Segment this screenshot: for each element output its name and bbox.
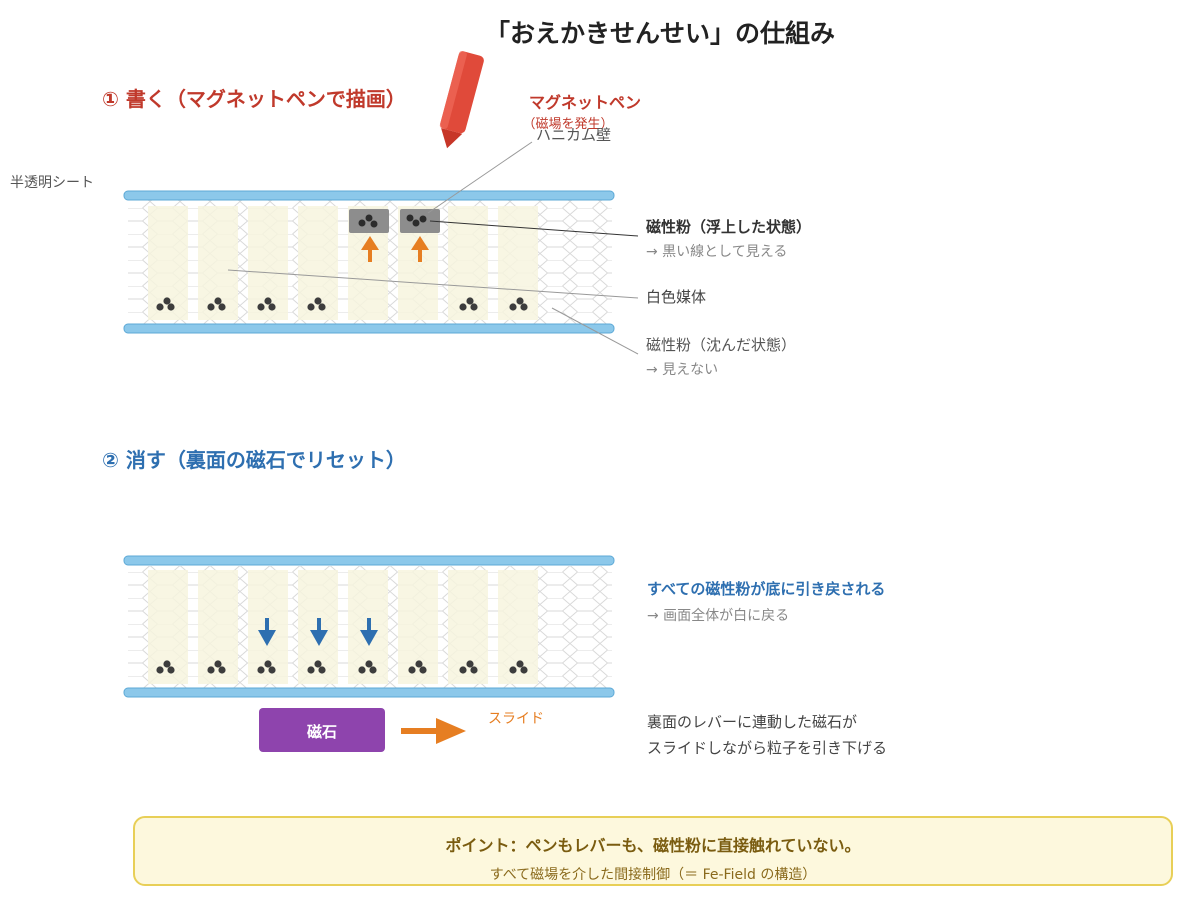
magnet-block: 磁石: [259, 708, 385, 752]
down-arrow-icon: [258, 618, 378, 646]
panel-write: [123, 190, 615, 334]
white-medium-cells: [148, 570, 538, 684]
point-callout: ポイント：ペンもレバーも、磁性粉に直接触れていない。 すべて磁場を介した間接制御…: [133, 816, 1173, 886]
white-medium-label: 白色媒体: [646, 288, 706, 306]
lever-note-line1: 裏面のレバーに連動した磁石が: [647, 713, 857, 731]
bottom-sheet: [123, 323, 615, 334]
lever-note-line2: スライドしながら粒子を引き下げる: [647, 739, 887, 757]
floating-powder-note: → 黒い線として見える: [646, 244, 787, 260]
section2-heading: ② 消す（裏面の磁石でリセット）: [102, 448, 406, 472]
point-subtext: すべて磁場を介した間接制御（＝ Fe-Field の構造）: [489, 867, 817, 883]
white-medium-cells: [148, 206, 538, 320]
sunk-powder-dots: [156, 660, 528, 674]
page-title: 「おえかきせんせい」の仕組み: [485, 19, 835, 48]
magnet-pen-icon: [439, 50, 484, 149]
slide-arrow-icon: [401, 718, 466, 744]
section1-heading: ① 書く（マグネットペンで描画）: [102, 87, 406, 111]
sunk-powder-note: → 見えない: [646, 362, 718, 378]
reset-label: すべての磁性粉が底に引き戻される: [647, 580, 885, 598]
sunk-powder-label: 磁性粉（沈んだ状態）: [646, 336, 796, 354]
top-sheet: [123, 555, 615, 566]
reset-note: → 画面全体が白に戻る: [647, 607, 789, 624]
point-text: ポイント：ペンもレバーも、磁性粉に直接触れていない。: [445, 836, 861, 855]
honeycomb-label: ハニカム壁: [536, 126, 611, 144]
floating-powder-label: 磁性粉（浮上した状態）: [646, 218, 811, 236]
sunk-powder-dots: [156, 297, 528, 311]
magnet-label: 磁石: [307, 723, 337, 741]
up-arrow-icon: [361, 236, 429, 262]
top-sheet: [123, 190, 615, 201]
bottom-sheet: [123, 687, 615, 698]
leader-lines: [227, 141, 639, 355]
pen-label: マグネットペン: [529, 93, 641, 112]
slide-label: スライド: [488, 711, 544, 727]
pen-sublabel: （磁場を発生）: [522, 117, 613, 132]
floating-powder-dots: [358, 214, 427, 228]
panel-erase: [123, 555, 615, 698]
sheet-label: 半透明シート: [10, 175, 94, 191]
